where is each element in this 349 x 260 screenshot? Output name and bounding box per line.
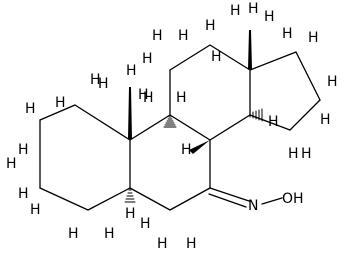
bond [39, 187, 89, 211]
h-label: H [142, 51, 153, 67]
h-label: H [320, 112, 331, 128]
h-label: H [288, 146, 299, 162]
h-label: H [157, 236, 168, 252]
h-label: H [176, 90, 187, 106]
h-label: H [230, 3, 241, 19]
hydroxyl-label: OH [282, 191, 304, 207]
h-label: H [181, 142, 192, 158]
bond [289, 99, 321, 131]
bond [209, 44, 251, 71]
h-label: H [140, 216, 151, 232]
h-label: H [68, 226, 79, 242]
h-label: H [301, 146, 312, 162]
bond [249, 51, 297, 71]
h-label: H [104, 226, 115, 242]
h-label: H [98, 76, 109, 92]
h-label: H [25, 101, 36, 117]
bond [129, 187, 171, 211]
hash-bond [163, 116, 177, 128]
hydrogen-labels: H H H H H H H H H H H H H H H H H H H H … [6, 1, 338, 252]
n-o-bond [261, 197, 283, 205]
hash-bond [124, 189, 136, 203]
skeleton-bonds [39, 44, 321, 211]
h-label: H [152, 28, 163, 44]
oxime-double-bond [209, 187, 250, 202]
h-label: H [143, 90, 154, 106]
stereo-bonds [124, 30, 263, 203]
h-label: H [327, 74, 338, 90]
nitrogen-label: N [248, 198, 258, 214]
h-label: H [18, 142, 29, 158]
heteroatom-labels: N OH [248, 191, 304, 214]
h-label: H [125, 206, 136, 222]
h-label: H [178, 28, 189, 44]
methyl-wedge [248, 30, 252, 69]
h-label: H [248, 1, 259, 17]
h-label: H [30, 202, 41, 218]
h-label: H [6, 156, 17, 172]
h-label: H [90, 72, 101, 88]
h-label: H [138, 87, 149, 103]
h-label: H [205, 18, 216, 34]
h-label: H [282, 26, 293, 42]
h-label: H [308, 30, 319, 46]
bond [74, 104, 131, 141]
bond [295, 51, 321, 101]
methyl-wedge [128, 87, 132, 139]
h-label: H [186, 236, 197, 252]
bond [39, 104, 76, 121]
oxime-double-bond [208, 193, 247, 208]
h-label: H [55, 95, 66, 111]
bond [209, 114, 251, 141]
bond [169, 187, 211, 211]
h-label: H [18, 186, 29, 202]
bond [169, 44, 211, 71]
h-label: H [126, 63, 137, 79]
h-label: H [264, 9, 275, 25]
h-label: H [268, 114, 279, 130]
h-wedge [189, 140, 210, 154]
bond [87, 187, 131, 211]
h-label: H [211, 49, 222, 65]
bond [129, 114, 171, 141]
hash-bond [249, 108, 263, 122]
bond [249, 114, 291, 131]
bond [169, 114, 211, 141]
